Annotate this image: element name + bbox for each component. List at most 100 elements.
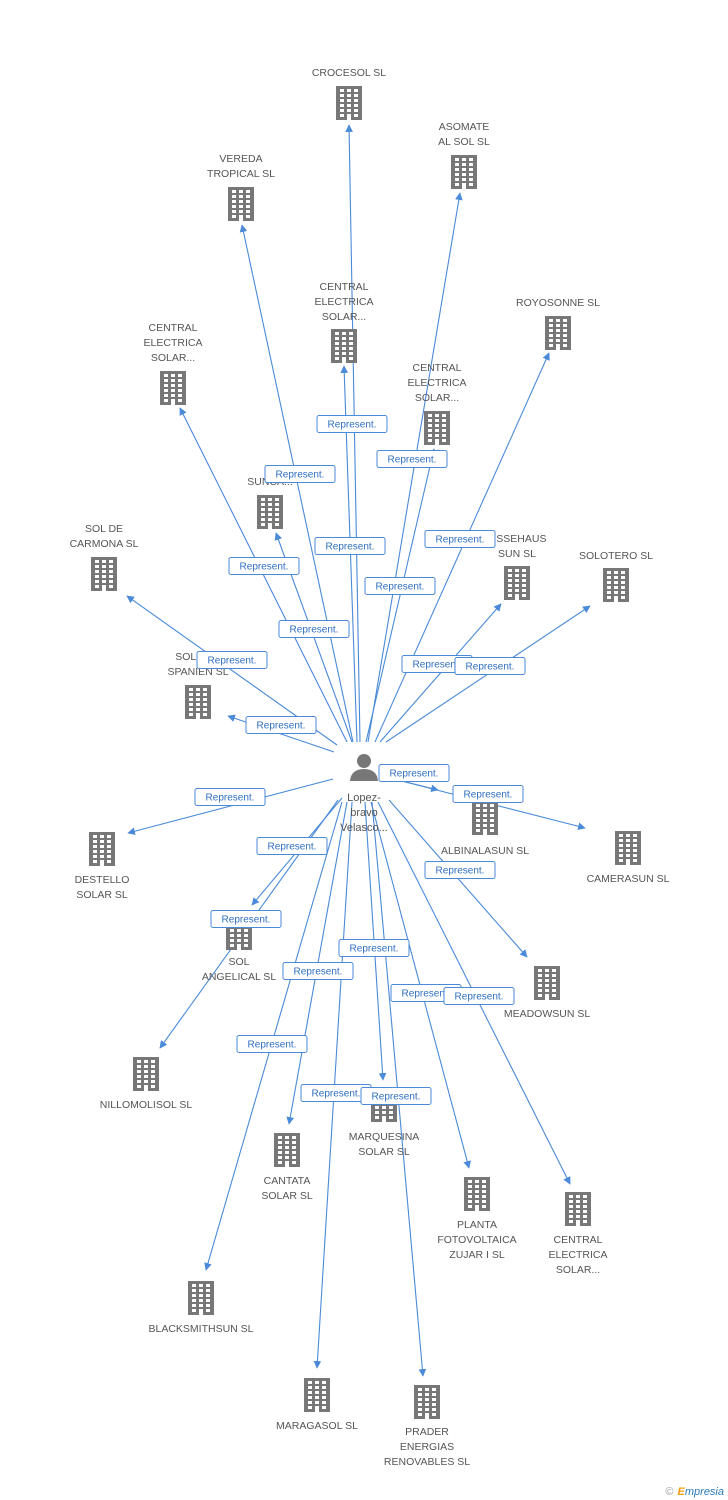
company-label: CANTATA: [264, 1175, 311, 1187]
company-label: RENOVABLES SL: [384, 1456, 470, 1468]
center-node[interactable]: Lopez-bravoVelasco...: [340, 754, 388, 834]
relation-label[interactable]: Represent.: [424, 530, 496, 548]
company-node-meadowsun[interactable]: MEADOWSUN SL: [504, 966, 591, 1020]
company-label: SOL DE: [85, 523, 123, 535]
company-label: PRADER: [405, 1426, 449, 1438]
relation-label[interactable]: Represent.: [443, 987, 515, 1005]
company-node-crocesol[interactable]: CROCESOL SL: [312, 67, 386, 120]
relation-label-text: Represent.: [222, 915, 271, 926]
company-node-blacksmithsun[interactable]: BLACKSMITHSUN SL: [148, 1281, 254, 1335]
company-label: ANGELICAL SL: [202, 971, 276, 983]
relation-label[interactable]: Represent.: [264, 465, 336, 483]
company-node-royosonne[interactable]: ROYOSONNE SL: [516, 297, 600, 350]
company-node-sol-carmona[interactable]: SOL DE CARMONA SL: [70, 523, 139, 591]
copyright-symbol: ©: [665, 1486, 674, 1498]
company-label: CENTRAL: [412, 362, 461, 374]
footer-brand: ©Empresia: [665, 1486, 724, 1498]
company-node-albinalasun[interactable]: ALBINALASUN SL: [441, 801, 529, 857]
company-label: ELECTRICA: [549, 1249, 608, 1261]
relation-label-text: Represent.: [208, 656, 257, 667]
building-icon: [133, 1057, 159, 1091]
relation-label[interactable]: Represent.: [338, 939, 410, 957]
company-node-maragasol[interactable]: MARAGASOL SL: [276, 1378, 358, 1432]
relation-label[interactable]: Represent.: [245, 716, 317, 734]
relation-label[interactable]: Represent.: [316, 415, 388, 433]
building-icon: [414, 1385, 440, 1419]
relation-label[interactable]: Represent.: [314, 537, 386, 555]
relation-label-text: Represent.: [328, 420, 377, 431]
company-label: ALBINALASUN SL: [441, 845, 529, 857]
relation-label-text: Represent.: [326, 542, 375, 553]
relation-label-text: Represent.: [455, 992, 504, 1003]
person-label: Velasco...: [340, 822, 388, 834]
relation-label[interactable]: Represent.: [210, 910, 282, 928]
building-icon: [472, 801, 498, 835]
relation-label-text: Represent.: [464, 790, 513, 801]
building-icon: [545, 316, 571, 350]
company-label: MARAGASOL SL: [276, 1420, 358, 1432]
relation-label-text: Represent.: [206, 793, 255, 804]
relation-label[interactable]: Represent.: [194, 788, 266, 806]
company-label: SOLAR...: [556, 1264, 600, 1276]
company-label: MARQUESINA: [349, 1131, 420, 1143]
relation-label[interactable]: Represent.: [228, 557, 300, 575]
relation-label-text: Represent.: [312, 1089, 361, 1100]
relation-label[interactable]: Represent.: [360, 1087, 432, 1105]
company-node-nillomolisol[interactable]: NILLOMOLISOL SL: [100, 1057, 193, 1111]
company-node-central3[interactable]: CENTRALELECTRICASOLAR...: [408, 362, 467, 445]
building-icon: [603, 568, 629, 602]
company-node-central4[interactable]: CENTRALELECTRICASOLAR...: [549, 1192, 608, 1276]
relation-label[interactable]: Represent.: [378, 764, 450, 782]
building-icon: [615, 831, 641, 865]
relation-label[interactable]: Represent.: [196, 651, 268, 669]
relation-label[interactable]: Represent.: [452, 785, 524, 803]
relation-label[interactable]: Represent.: [278, 620, 350, 638]
company-node-central1[interactable]: CENTRALELECTRICASOLAR...: [315, 281, 374, 363]
relation-label[interactable]: Represent.: [424, 861, 496, 879]
company-node-solotero[interactable]: SOLOTERO SL: [579, 550, 653, 602]
relation-label-text: Represent.: [390, 769, 439, 780]
relation-label[interactable]: Represent.: [282, 962, 354, 980]
building-icon: [424, 411, 450, 445]
relation-label[interactable]: Represent.: [454, 657, 526, 675]
company-label: CARMONA SL: [70, 538, 139, 550]
relation-label[interactable]: Represent.: [236, 1035, 308, 1053]
company-label: DESTELLO: [75, 874, 130, 886]
edge-crocesol: [345, 124, 361, 743]
building-icon: [504, 566, 530, 600]
company-label: BLACKSMITHSUN SL: [148, 1323, 253, 1335]
relation-label-text: Represent.: [402, 989, 451, 1000]
company-label: SUN SL: [498, 548, 536, 560]
building-icon: [228, 187, 254, 221]
building-icon: [91, 557, 117, 591]
company-node-central2[interactable]: CENTRALELECTRICASOLAR...: [144, 322, 203, 405]
relation-label-text: Represent.: [413, 660, 462, 671]
company-label: SOLAR SL: [261, 1190, 313, 1202]
company-node-sunca[interactable]: SUNCA...: [247, 476, 293, 529]
relation-label-text: Represent.: [376, 582, 425, 593]
company-label: CAMERASUN SL: [587, 873, 670, 885]
relation-label-text: Represent.: [388, 455, 437, 466]
company-label: CENTRAL: [148, 322, 197, 334]
relation-label-text: Represent.: [276, 470, 325, 481]
relation-label-text: Represent.: [268, 842, 317, 853]
company-label: ELECTRICA: [315, 296, 374, 308]
relation-label[interactable]: Represent.: [376, 450, 448, 468]
building-icon: [89, 832, 115, 866]
company-label: SOLOTERO SL: [579, 550, 653, 562]
relation-label[interactable]: Represent.: [364, 577, 436, 595]
building-icon: [304, 1378, 330, 1412]
company-node-camerasun[interactable]: CAMERASUN SL: [587, 831, 670, 885]
company-label: ELECTRICA: [408, 377, 467, 389]
company-label: CROCESOL SL: [312, 67, 386, 79]
building-icon: [257, 495, 283, 529]
relation-label[interactable]: Represent.: [256, 837, 328, 855]
company-node-cantata[interactable]: CANTATA SOLAR SL: [261, 1133, 313, 1202]
